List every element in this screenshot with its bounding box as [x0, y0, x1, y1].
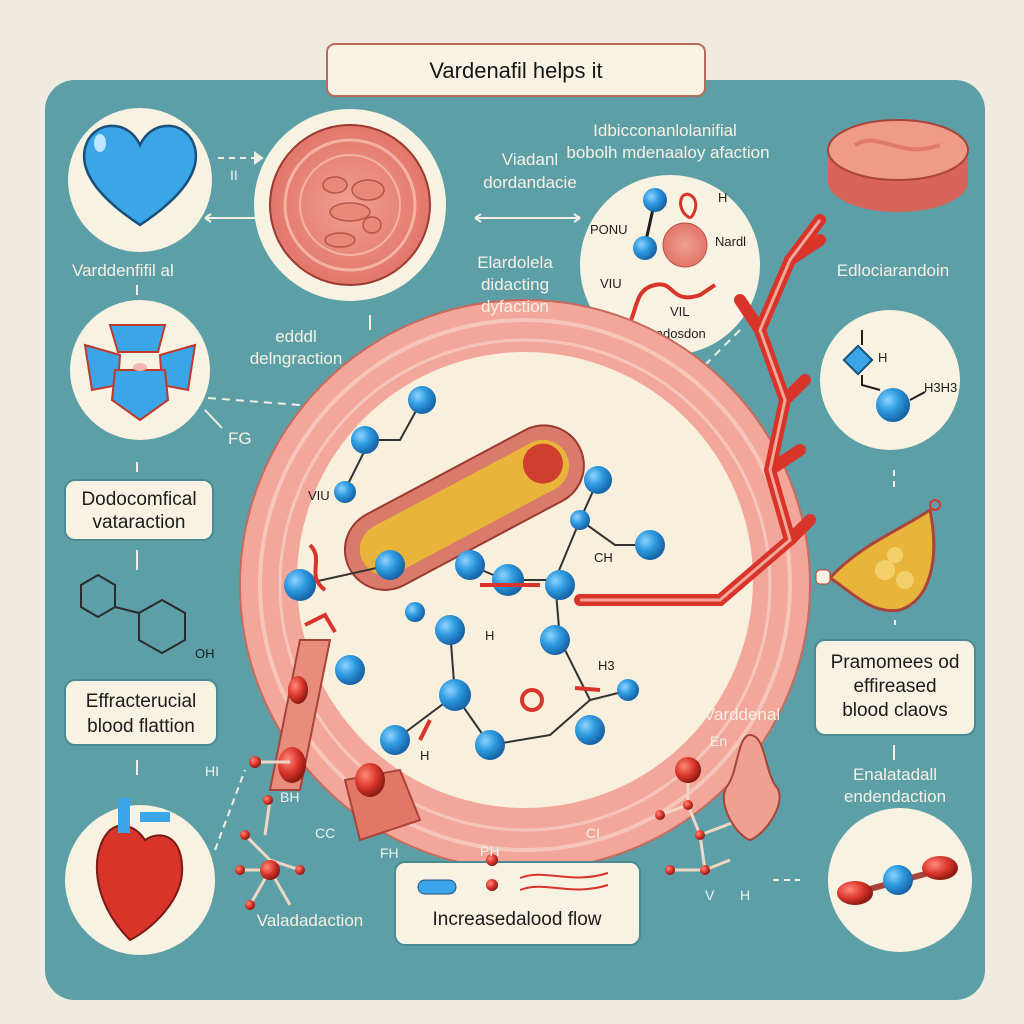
vessel-tube — [268, 639, 422, 842]
red-arrows — [304, 543, 601, 741]
chem-label: H3H3 — [924, 380, 957, 395]
blood-vessel-cross-section: VIU CH H H3 H — [239, 299, 811, 871]
chem-label: H — [718, 190, 727, 205]
info-box-bottom: Increasedalood flow — [394, 854, 641, 946]
title-box: Vardenafil helps it — [326, 43, 706, 97]
chem-label: H — [485, 628, 494, 643]
chem-label: H — [878, 350, 887, 365]
label: Idbicconanlolanifial — [593, 121, 737, 140]
chem-label: HI — [205, 763, 219, 779]
info-box-right: Pramomees od effireased blood claovs — [814, 639, 976, 736]
chem-label: V — [705, 887, 715, 903]
label: edddl — [275, 327, 317, 346]
chem-label: PH — [480, 843, 499, 859]
chem-label: H — [420, 748, 429, 763]
chem-label: FH — [380, 845, 399, 861]
chem-label: Nardl — [715, 234, 746, 249]
chem-label: CC — [315, 825, 335, 841]
info-box-left-1: Dodocomfical vataraction — [64, 479, 214, 541]
molecule-circle-bottom-right — [828, 808, 972, 952]
anatomical-heart-icon — [95, 824, 184, 942]
enzyme-icon — [83, 324, 197, 422]
chem-label: CI — [586, 825, 600, 841]
heart-small-label: II — [230, 167, 238, 183]
chem-label: VIU — [308, 488, 330, 503]
box-line: vataraction — [93, 512, 186, 533]
atom-icon — [633, 236, 657, 260]
label: endendaction — [844, 787, 946, 806]
label: FG — [228, 429, 252, 448]
box-line: Increasedalood flow — [433, 909, 602, 930]
label: dyfaction — [481, 297, 549, 316]
chem-label: H — [740, 887, 750, 903]
label: Elardolela — [477, 253, 553, 272]
box-line: Pramomees od — [831, 652, 960, 673]
label: Edlociarandoin — [837, 261, 949, 280]
pill-icon — [417, 879, 457, 895]
box-line: blood flattion — [87, 716, 195, 737]
label: didacting — [481, 275, 549, 294]
chem-label: BH — [280, 789, 299, 805]
chem-label: CH — [594, 550, 613, 565]
label: Varddenfifil al — [72, 261, 174, 280]
label: Valadadaction — [257, 911, 364, 930]
label: Varddenal — [704, 705, 780, 724]
molecule-circle-top: PONU H Nardl VIU VIL vradosdon — [580, 175, 760, 355]
cell-icon — [322, 176, 385, 248]
chem-label: PONU — [590, 222, 628, 237]
anatomical-heart-circle — [65, 798, 215, 955]
page-title: Vardenafil helps it — [429, 58, 602, 83]
box-line: Effracterucial — [86, 691, 197, 712]
benzene-ring-icon — [80, 573, 186, 655]
box-line: Dodocomfical — [81, 489, 196, 510]
tissue-icon — [722, 733, 781, 842]
fat-cell-icon — [815, 499, 941, 613]
heart-icon — [82, 124, 198, 227]
tissue-circle — [254, 109, 446, 301]
box-line: blood claovs — [842, 700, 948, 721]
label: dordandacie — [483, 173, 577, 192]
tablet-disc — [827, 119, 969, 212]
chem-label: OH — [195, 646, 215, 661]
heart-circle: II — [68, 108, 238, 252]
artery-icon — [343, 424, 585, 591]
chem-label: H3 — [598, 658, 615, 673]
chem-label: En — [710, 733, 727, 749]
flow-wave-icon — [519, 872, 609, 891]
pde5-circle — [70, 300, 210, 440]
label: bobolh mdenaaloy afaction — [566, 143, 769, 162]
chem-label: VIU — [600, 276, 622, 291]
label: Enalatadall — [853, 765, 937, 784]
label: Viadanl — [502, 150, 558, 169]
chem-label: VIL — [670, 304, 690, 319]
atom-icon — [643, 188, 667, 212]
atom-icons — [284, 386, 665, 760]
molecule-circle-right: H H3H3 — [820, 310, 960, 450]
box-line: effireased — [853, 676, 936, 697]
label: delngraction — [250, 349, 343, 368]
info-box-left-2: Effracterucial blood flattion — [64, 679, 218, 746]
